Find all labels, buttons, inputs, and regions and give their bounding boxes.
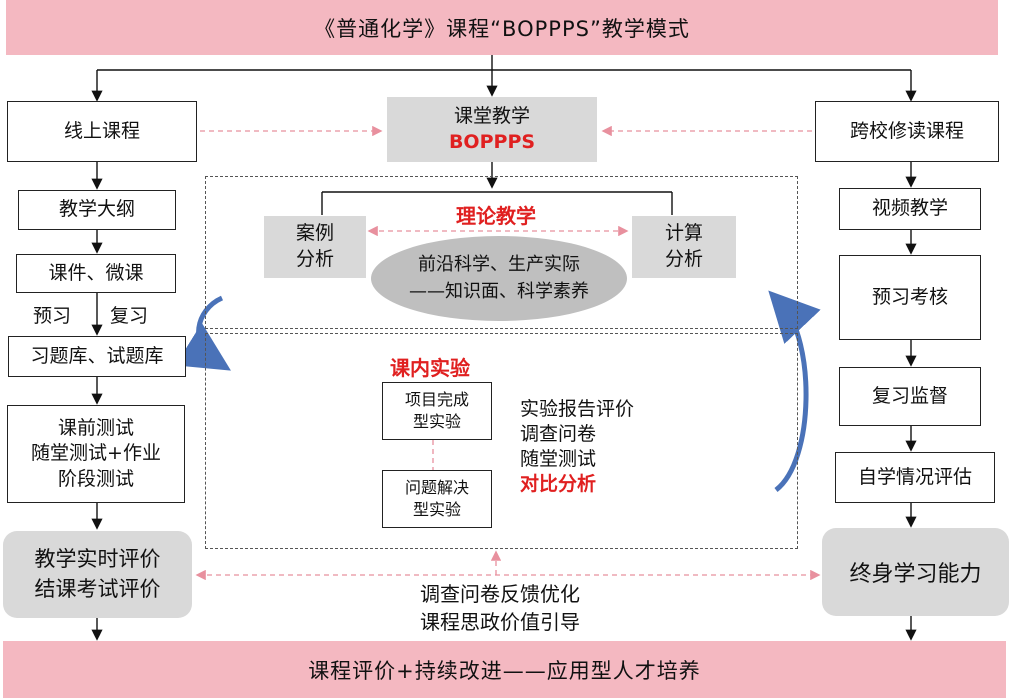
left-evaluation-line-2: 结课考试评价	[34, 576, 161, 601]
frontier-line-2: ——知识面、科学素养	[409, 280, 589, 302]
lifelong-learning-box: 终身学习能力	[822, 528, 1009, 616]
footer-text: 课程评价+持续改进——应用型人才培养	[308, 658, 701, 683]
lifelong-learning-label: 终身学习能力	[849, 562, 982, 587]
boppps-label: BOPPPS	[448, 130, 536, 153]
review-label: 复习	[110, 305, 149, 327]
footer-banner: 课程评价+持续改进——应用型人才培养	[3, 641, 1006, 698]
quiz-item: 随堂测试	[520, 448, 597, 471]
lab-title: 课内实验	[390, 356, 470, 380]
tests-line-2: 随堂测试+作业	[31, 442, 161, 465]
feedback-line-2: 课程思政价值引导	[420, 610, 580, 634]
problem-lab-line-2: 型实验	[412, 500, 461, 519]
problem-lab-line-1: 问题解决	[404, 478, 469, 498]
video-teaching-box: 视频教学	[839, 188, 981, 230]
comparison-analysis: 对比分析	[520, 473, 597, 496]
courseware-label: 课件、微课	[48, 261, 144, 284]
calc-analysis-line-1: 计算	[664, 222, 703, 245]
frontier-line-1: 前沿科学、生产实际	[418, 254, 580, 276]
syllabus-label: 教学大纲	[58, 198, 135, 221]
online-course-box: 线上课程	[7, 101, 197, 162]
tests-box: 课前测试 随堂测试+作业 阶段测试	[7, 405, 185, 503]
theory-title: 理论教学	[452, 200, 540, 229]
syllabus-box: 教学大纲	[18, 190, 176, 230]
video-teaching-label: 视频教学	[871, 197, 948, 220]
project-lab-line-2: 型实验	[412, 412, 461, 431]
preview-assessment-label: 预习考核	[871, 285, 948, 308]
lab-report-eval: 实验报告评价	[520, 398, 635, 420]
survey-item: 调查问卷	[520, 423, 597, 446]
classroom-teaching-box: 课堂教学 BOPPPS	[387, 97, 597, 162]
left-evaluation-box: 教学实时评价 结课考试评价	[3, 531, 192, 618]
self-study-eval-label: 自学情况评估	[857, 465, 972, 488]
preview-assessment-box: 预习考核	[839, 255, 981, 340]
courseware-box: 课件、微课	[16, 254, 176, 293]
case-analysis-line-2: 分析	[295, 248, 334, 270]
question-bank-label: 习题库、试题库	[30, 344, 164, 367]
project-lab-line-1: 项目完成	[404, 390, 469, 410]
theory-frame	[205, 176, 798, 329]
diagram-title: 《普通化学》课程“BOPPPS”教学模式	[314, 16, 690, 41]
self-study-eval-box: 自学情况评估	[835, 452, 995, 503]
tests-line-3: 阶段测试	[57, 467, 134, 490]
feedback-text: 调查问卷反馈优化 课程思政价值引导	[385, 580, 615, 636]
review-supervision-box: 复习监督	[839, 367, 981, 426]
classroom-teaching-label: 课堂教学	[453, 104, 530, 127]
feedback-line-1: 调查问卷反馈优化	[420, 582, 580, 606]
case-analysis-line-1: 案例	[295, 222, 334, 245]
lab-frame	[205, 333, 798, 549]
title-banner: 《普通化学》课程“BOPPPS”教学模式	[6, 0, 998, 55]
review-supervision-label: 复习监督	[871, 384, 948, 407]
preview-label: 预习	[33, 305, 72, 327]
frontier-ellipse: 前沿科学、生产实际 ——知识面、科学素养	[371, 236, 627, 321]
project-lab-box: 项目完成 型实验	[382, 382, 492, 440]
lab-evaluation-list: 实验报告评价 调查问卷 随堂测试 对比分析	[520, 397, 634, 497]
calc-analysis-line-2: 分析	[664, 248, 703, 270]
left-evaluation-line-1: 教学实时评价	[34, 547, 161, 572]
case-analysis-box: 案例 分析	[264, 216, 366, 278]
problem-lab-box: 问题解决 型实验	[382, 470, 492, 528]
cross-school-box: 跨校修读课程	[815, 101, 999, 162]
online-course-label: 线上课程	[63, 119, 140, 142]
tests-line-1: 课前测试	[57, 416, 134, 439]
cross-school-label: 跨校修读课程	[849, 119, 964, 142]
calc-analysis-box: 计算 分析	[632, 216, 736, 278]
question-bank-box: 习题库、试题库	[8, 336, 186, 377]
